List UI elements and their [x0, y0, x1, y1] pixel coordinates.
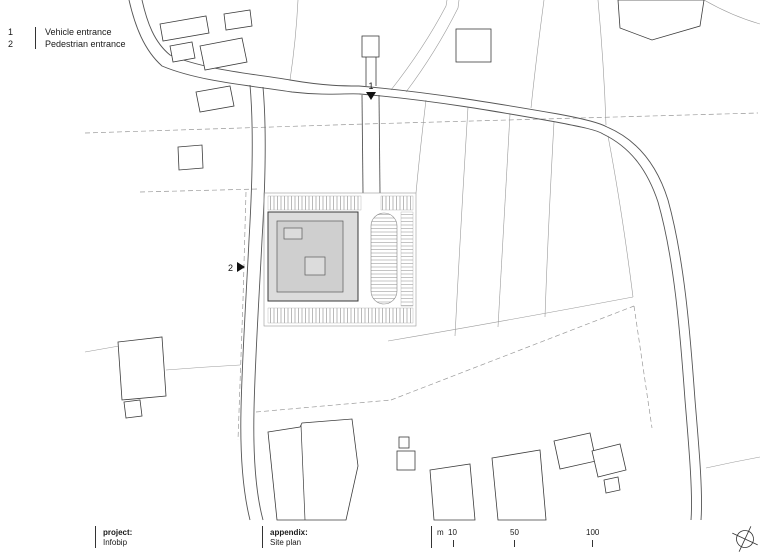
- scale-tick: [592, 540, 593, 547]
- parking-parcel-outline: [263, 192, 417, 327]
- main-building-notch: [283, 227, 303, 240]
- building-outline: [398, 436, 410, 449]
- building-outline: [429, 463, 476, 521]
- parking-area: [263, 192, 417, 327]
- building-outline: [396, 450, 416, 471]
- field-boundary-lines: [84, 0, 760, 469]
- legend-key-vehicle: 1: [8, 27, 14, 37]
- footer-divider: [431, 526, 432, 548]
- footer-divider: [95, 526, 96, 548]
- main-building-atrium: [304, 256, 326, 276]
- main-building: [267, 211, 359, 302]
- building-outline: [159, 15, 210, 42]
- building-inner-line: [300, 424, 306, 521]
- legend: 1 2 Vehicle entrance Pedestrian entrance: [8, 26, 126, 50]
- appendix-value: Site plan: [270, 538, 302, 547]
- legend-label-pedestrian-entrance: Pedestrian entrance: [45, 39, 126, 49]
- road-topleft-south-edge: [128, 0, 361, 95]
- building-outline: [123, 399, 143, 419]
- title-block: project: Infobip appendix: Site plan m 1…: [0, 524, 760, 553]
- legend-label-vehicle-entrance: Vehicle entrance: [45, 27, 112, 37]
- scale-tick: [514, 540, 515, 547]
- building-outline: [195, 85, 235, 113]
- building-outline: [491, 449, 547, 521]
- parking-row-top-right: [380, 195, 414, 211]
- marker-vehicle-entrance-arrow-icon: [366, 92, 376, 100]
- appendix-block: appendix: Site plan: [270, 528, 308, 548]
- marker-vehicle-entrance: 1: [366, 81, 376, 100]
- building-outline: [361, 35, 380, 58]
- building-outlines: [117, 0, 705, 521]
- scale-mark-100: 100: [586, 528, 600, 537]
- legend-divider: [35, 27, 36, 49]
- parking-row-bottom: [267, 307, 414, 324]
- building-outline: [199, 37, 248, 71]
- parking-island-center: [370, 212, 398, 305]
- scale-mark-50: 50: [510, 528, 519, 537]
- building-outline: [591, 443, 627, 478]
- scale-unit: m: [437, 528, 444, 537]
- marker-pedestrian-entrance-arrow-icon: [237, 262, 245, 272]
- scale-tick: [453, 540, 454, 547]
- appendix-label: appendix:: [270, 528, 308, 537]
- boundary-dashed-lines: [84, 112, 759, 441]
- project-value: Infobip: [103, 538, 128, 547]
- parking-row-top-left: [267, 195, 362, 211]
- building-outline: [177, 144, 204, 171]
- building-outline: [223, 9, 253, 31]
- building-outline: [603, 476, 621, 494]
- building-outline: [455, 28, 492, 63]
- legend-key-pedestrian: 2: [8, 39, 14, 49]
- north-compass-icon: [732, 526, 758, 552]
- footer-divider: [262, 526, 263, 548]
- roads: [128, 0, 702, 521]
- marker-vehicle-entrance-label: 1: [368, 81, 373, 91]
- legend-numbers: 1 2: [8, 26, 35, 50]
- building-outline: [553, 432, 597, 470]
- parking-row-right: [400, 211, 414, 307]
- building-outline: [169, 41, 196, 63]
- scale-mark-10: 10: [448, 528, 457, 537]
- building-outline: [617, 0, 705, 41]
- legend-labels: Vehicle entrance Pedestrian entrance: [45, 26, 126, 50]
- building-outline: [117, 336, 167, 401]
- marker-pedestrian-entrance-label: 2: [228, 263, 233, 273]
- marker-pedestrian-entrance: 2: [228, 262, 245, 273]
- building-outline: [267, 418, 359, 521]
- project-block: project: Infobip: [103, 528, 132, 548]
- road-topleft-north-edge: [141, 0, 360, 87]
- project-label: project:: [103, 528, 133, 537]
